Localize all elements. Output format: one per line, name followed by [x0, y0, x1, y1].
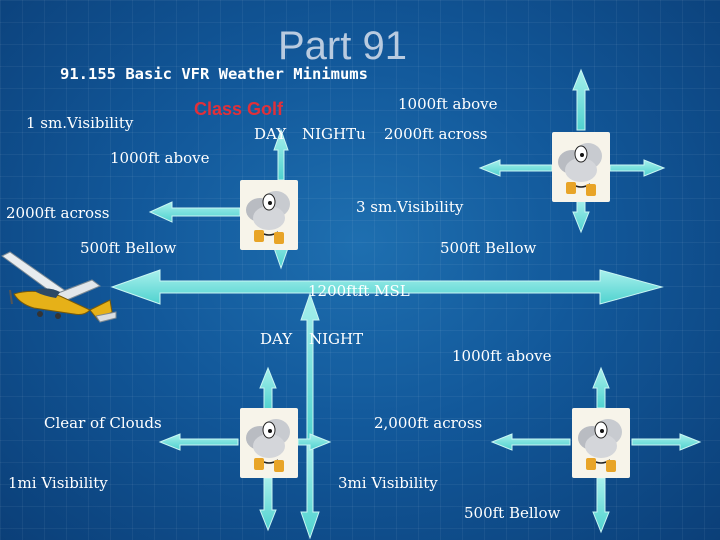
arrow-left-upper-left [148, 201, 241, 223]
upper-above-left: 1000ft above [110, 149, 210, 167]
lower-across: 2,000ft across [374, 414, 483, 432]
cloud-cartoon-icon [552, 132, 610, 202]
slide-subtitle: 91.155 Basic VFR Weather Minimums [60, 65, 368, 83]
msl-divider-label: 1200ftft MSL [308, 282, 410, 300]
arrow-up-divider [300, 292, 320, 441]
upper-visibility-left: 1 sm.Visibility [26, 114, 134, 132]
airspace-class-label: Class Golf [194, 99, 284, 119]
lower-day-label: DAY [260, 330, 293, 348]
lower-below: 500ft Bellow [464, 504, 561, 522]
slide-title: Part 91 [278, 24, 407, 68]
lower-visibility-left: 1mi Visibility [8, 474, 108, 492]
upper-above-right: 1000ft above [398, 95, 498, 113]
upper-below-left: 500ft Bellow [80, 239, 177, 257]
arrow-left-lower-right [490, 433, 571, 451]
airplane-icon [1, 251, 117, 323]
upper-across-right: 2000ft across [384, 125, 488, 143]
arrow-right-lower-left [297, 433, 332, 451]
arrow-up-lower-left [259, 366, 277, 411]
arrow-msl-divider [110, 269, 664, 305]
arrow-left-lower-left [158, 433, 239, 451]
lower-night-label: NIGHT [309, 330, 364, 348]
cloud-cartoon-icon [240, 180, 298, 250]
upper-night-label: NIGHTu [302, 125, 366, 143]
cloud-cartoon-icon [572, 408, 630, 478]
arrow-left-upper-right [478, 159, 553, 177]
arrow-down-upper-right [572, 199, 590, 234]
arrow-down-lower-right [592, 477, 610, 534]
upper-below-right: 500ft Bellow [440, 239, 537, 257]
upper-day-label: DAY [254, 125, 287, 143]
arrow-up-upper-right [572, 68, 590, 131]
lower-above: 1000ft above [452, 347, 552, 365]
arrow-down-divider [300, 439, 320, 540]
lower-clear-of-clouds: Clear of Clouds [44, 414, 162, 432]
arrow-down-lower-left [259, 477, 277, 532]
arrow-up-lower-right [592, 366, 610, 409]
upper-across-left: 2000ft across [6, 204, 110, 222]
arrow-right-lower-right [631, 433, 702, 451]
upper-visibility-right: 3 sm.Visibility [356, 198, 464, 216]
cloud-cartoon-icon [240, 408, 298, 478]
arrow-right-upper-right [609, 159, 666, 177]
lower-visibility-right: 3mi Visibility [338, 474, 438, 492]
